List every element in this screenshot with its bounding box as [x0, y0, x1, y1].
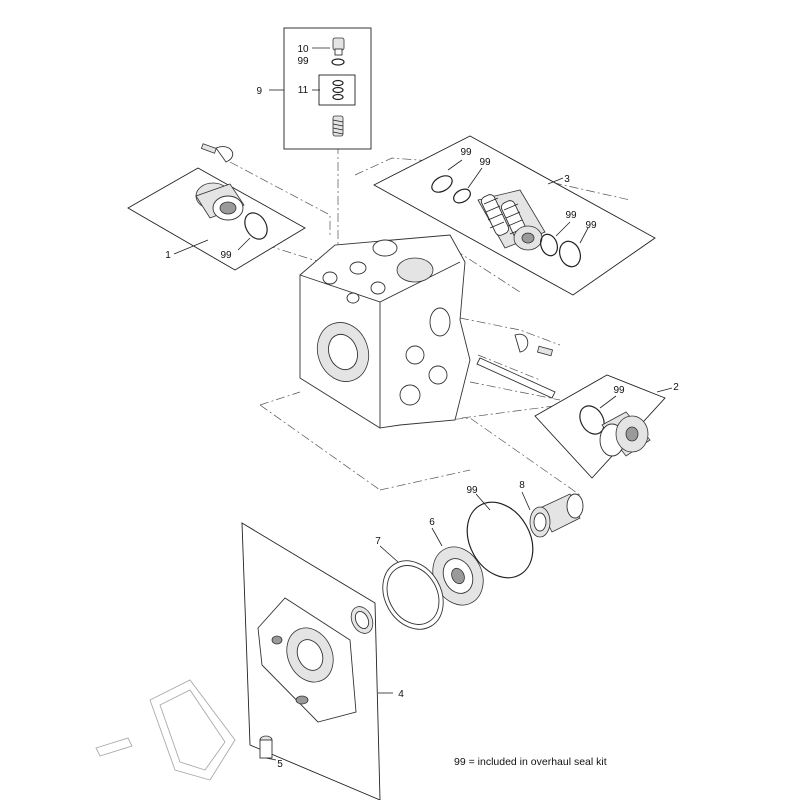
cartridge-part: [195, 182, 245, 221]
callout-frame-1: [127, 143, 306, 271]
callout-99: 99: [479, 157, 491, 168]
callout-frame-9: [269, 27, 372, 150]
bolt-part: [95, 737, 133, 757]
callout-8: 8: [519, 480, 525, 491]
seal-kit-footnote: 99 = included in overhaul seal kit: [454, 756, 607, 768]
screw-part: [200, 143, 234, 163]
o-ring: [431, 175, 453, 193]
callout-99: 99: [297, 56, 309, 67]
o-ring-large: [466, 493, 534, 579]
callout-99: 99: [466, 485, 478, 496]
gerotor-part: [431, 527, 484, 606]
o-ring: [453, 188, 471, 204]
callout-99: 99: [585, 220, 597, 231]
o-ring: [331, 58, 345, 66]
end-cover-part: [257, 597, 357, 723]
spring-part: [332, 115, 344, 137]
callout-99: 99: [613, 385, 625, 396]
cartridge-part: [599, 411, 651, 457]
callout-99: 99: [460, 147, 472, 158]
callout-frame-4: [241, 522, 393, 800]
callout-frame-3: [373, 135, 656, 296]
callout-frame-2: [534, 374, 673, 479]
o-ring: [244, 212, 268, 240]
callout-labels: 9 10 99 11 1 99 3 99 99 99 99 2 99 99 8 …: [165, 44, 679, 770]
callout-3: 3: [564, 174, 570, 185]
shim-stack: [332, 79, 344, 101]
o-ring: [579, 405, 605, 435]
cap-screw-part: [259, 735, 277, 761]
callout-1: 1: [165, 250, 171, 261]
callout-10: 10: [297, 44, 309, 55]
ring-part: [379, 545, 444, 630]
plug-part: [332, 37, 345, 56]
callout-6: 6: [429, 517, 435, 528]
callout-2: 2: [673, 382, 679, 393]
pump-housing: [299, 234, 471, 429]
callout-7: 7: [375, 536, 381, 547]
control-valve-assembly: [477, 189, 546, 251]
rod-part: [476, 333, 556, 399]
callout-11: 11: [298, 85, 309, 96]
callout-9: 9: [256, 86, 262, 97]
gasket-cover: [149, 679, 236, 781]
callout-99: 99: [565, 210, 577, 221]
bushing-part: [350, 606, 374, 634]
shaft-part: [521, 491, 584, 538]
o-ring: [559, 240, 581, 268]
callout-4: 4: [398, 689, 404, 700]
o-ring: [539, 233, 559, 257]
callout-99: 99: [220, 250, 232, 261]
callout-5: 5: [277, 759, 283, 770]
